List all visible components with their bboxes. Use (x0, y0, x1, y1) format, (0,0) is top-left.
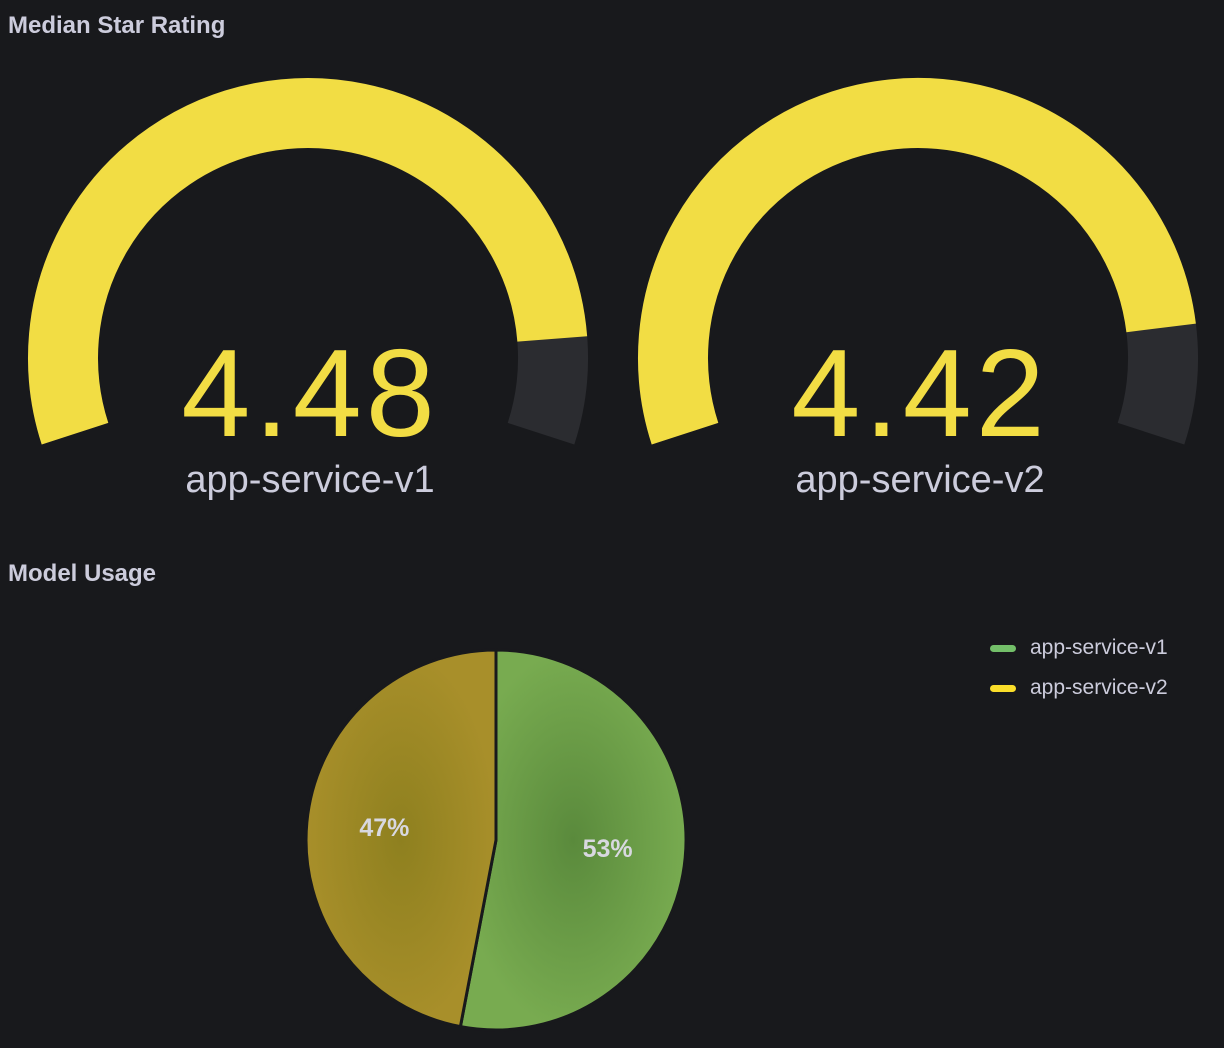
pie-chart: 53% 47% (304, 648, 688, 1032)
gauge-svg (638, 78, 1198, 445)
pie-slice-app-service-v2[interactable] (304, 648, 498, 1029)
gauge-label: app-service-v2 (795, 459, 1045, 501)
gauge-label: app-service-v1 (185, 459, 435, 501)
legend-label: app-service-v1 (1030, 636, 1168, 659)
gauge-app-service-v2: 4.42 app-service-v2 (620, 70, 1220, 510)
legend-item-app-service-v2[interactable]: app-service-v2 (990, 668, 1168, 708)
pie-slice-label: 47% (359, 814, 409, 842)
legend-label: app-service-v2 (1030, 676, 1168, 699)
gauge-fill (638, 78, 1196, 445)
gauge-value: 4.42 (791, 325, 1049, 463)
pie-slice-app-service-v1[interactable] (458, 648, 688, 1032)
legend-swatch (990, 644, 1016, 652)
legend-item-app-service-v1[interactable]: app-service-v1 (990, 628, 1168, 668)
gauge-svg (28, 78, 588, 445)
pie-legend: app-service-v1 app-service-v2 (990, 628, 1168, 708)
gauge-fill (28, 78, 588, 445)
gauge-app-service-v1: 4.48 app-service-v1 (10, 70, 610, 510)
legend-swatch (990, 684, 1016, 692)
pie-slice-label: 53% (583, 835, 633, 863)
pie-panel-title: Model Usage (8, 560, 157, 587)
gauge-value: 4.48 (181, 325, 439, 463)
gauge-panel-title: Median Star Rating (8, 12, 226, 39)
